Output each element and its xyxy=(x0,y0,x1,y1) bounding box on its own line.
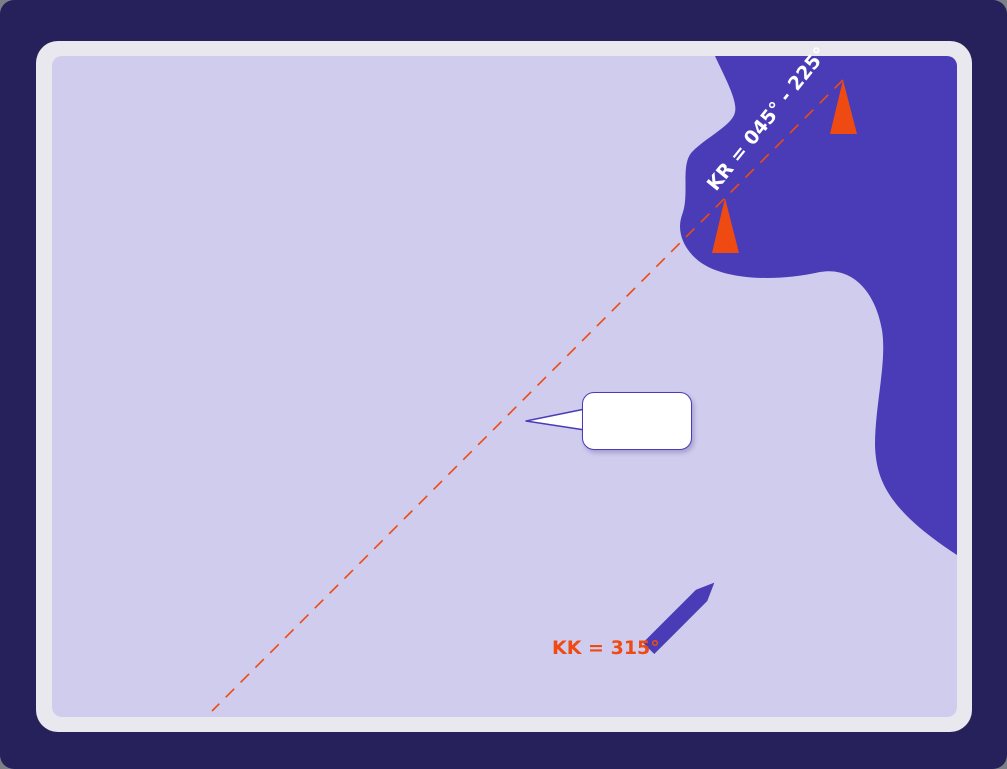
land-mass xyxy=(680,56,957,555)
heading-label: KK = 315° xyxy=(552,637,660,659)
callout-tail xyxy=(525,408,586,431)
rear-beacon-marker xyxy=(830,80,857,134)
leading-line xyxy=(211,79,844,712)
boat-icon xyxy=(642,582,715,655)
front-beacon-marker xyxy=(712,198,739,253)
callout-bubble xyxy=(582,392,692,450)
